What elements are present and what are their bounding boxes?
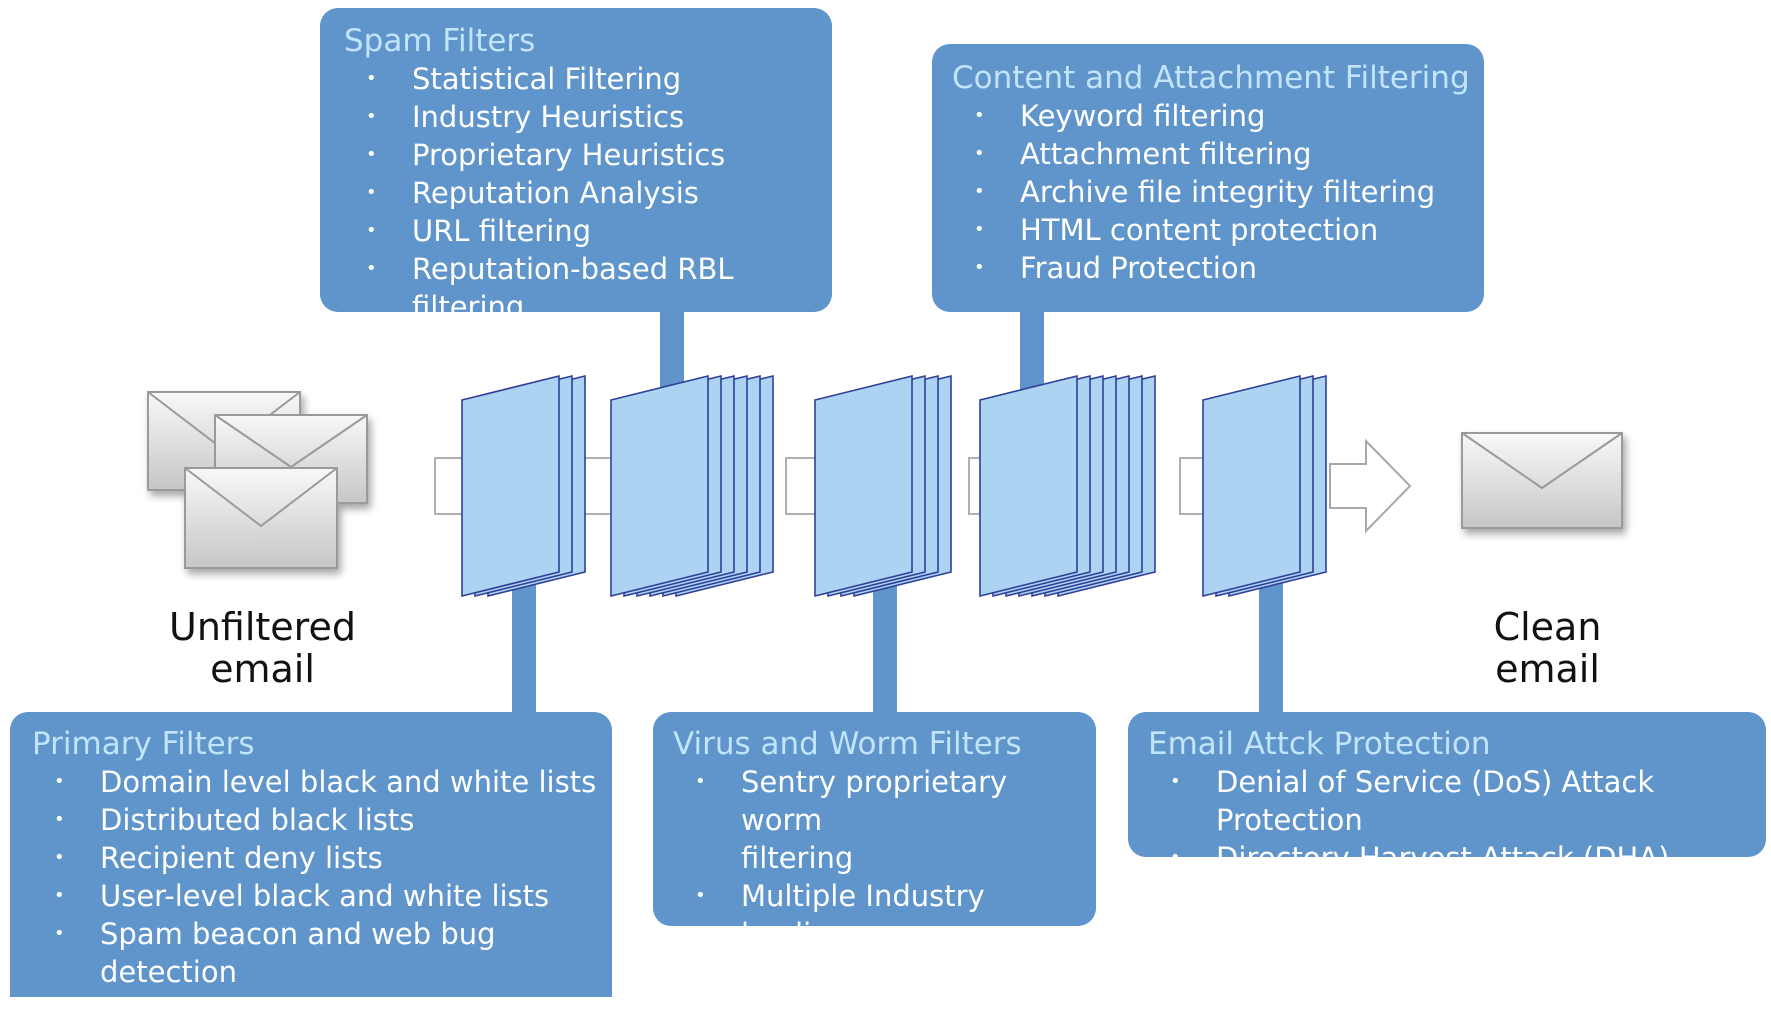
list-item: •Distributed black lists <box>54 803 415 837</box>
bullet-icon: • <box>1170 771 1181 792</box>
filter-panel-icon <box>979 374 1078 598</box>
list-item: •Industry Heuristics <box>366 100 685 134</box>
connector-spam <box>660 300 684 395</box>
list-item: •Archive file integrity filtering <box>974 175 1436 209</box>
content-filter-list: •Keyword filtering •Attachment filtering… <box>952 97 1484 287</box>
list-item: •Multiple Industry leading Anti-virus <box>695 879 985 989</box>
primary-filters-box: Primary Filters •Domain level black and … <box>10 712 612 1027</box>
bullet-icon: • <box>1170 847 1181 868</box>
box-title: Spam Filters <box>344 23 536 59</box>
envelope-icon <box>1461 432 1623 529</box>
bullet-icon: • <box>974 257 985 278</box>
bullet-icon: • <box>54 847 65 868</box>
bullet-icon: • <box>366 258 377 279</box>
box-title: Primary Filters <box>32 726 255 762</box>
email-filtering-diagram <box>147 300 1623 715</box>
list-item: •Directory Harvest Attack (DHA) Protecti… <box>1170 841 1670 913</box>
bullet-icon: • <box>695 771 706 792</box>
unfiltered-envelopes <box>147 391 368 569</box>
unfiltered-email-label: Unfiltered email <box>169 605 356 691</box>
filter-stage-4 <box>979 374 1156 598</box>
connector-virus <box>873 575 897 715</box>
list-item: •Fraud Protection <box>974 251 1257 285</box>
list-item: •Sentry proprietary worm filtering <box>695 765 1008 875</box>
list-item: •Statistical Filtering <box>366 62 682 96</box>
bullet-icon: • <box>54 923 65 944</box>
box-title: Content and Attachment Filtering <box>952 60 1470 96</box>
spam-filter-list: •Statistical Filtering •Industry Heurist… <box>344 60 832 326</box>
spam-filters-box: Spam Filters •Statistical Filtering •Ind… <box>320 8 832 324</box>
bullet-icon: • <box>974 181 985 202</box>
bullet-icon: • <box>366 106 377 127</box>
bullet-icon: • <box>54 771 65 792</box>
clean-envelope <box>1461 432 1623 529</box>
primary-filter-list: •Domain level black and white lists •Dis… <box>32 763 612 1029</box>
filter-panel-icon <box>461 374 560 598</box>
bullet-icon: • <box>366 68 377 89</box>
filter-stage-5 <box>1202 374 1327 598</box>
connectors <box>512 300 1283 715</box>
list-item: •Spam beacon and web bug detection and b… <box>54 917 496 1027</box>
content-attachment-filtering-box: Content and Attachment Filtering •Keywor… <box>932 44 1484 312</box>
connector-attack <box>1259 575 1283 715</box>
connector-content <box>1020 300 1044 395</box>
email-attack-protection-box: Email Attck Protection •Denial of Servic… <box>1128 712 1766 913</box>
list-item: •Proprietary Heuristics <box>366 138 726 172</box>
bullet-icon: • <box>54 809 65 830</box>
connector-primary <box>512 575 536 715</box>
list-item: •Recipient deny lists <box>54 841 383 875</box>
filter-stage-2 <box>610 374 774 598</box>
bullet-icon: • <box>974 143 985 164</box>
bullet-icon: • <box>695 885 706 906</box>
list-item: •Keyword filtering <box>974 99 1266 133</box>
right-arrow-icon <box>1329 438 1412 534</box>
filter-panel-icon <box>1202 374 1301 598</box>
list-item: •Denial of Service (DoS) Attack Protecti… <box>1170 765 1655 837</box>
list-item: •Attachment filtering <box>974 137 1312 171</box>
list-item: •Reputation-based RBL filtering <box>366 252 734 324</box>
attack-protection-list: •Denial of Service (DoS) Attack Protecti… <box>1148 763 1766 915</box>
filter-panel-icon <box>814 374 913 598</box>
list-item: •Domain level black and white lists <box>54 765 597 799</box>
list-item: •HTML content protection <box>974 213 1379 247</box>
list-item: •User-level black and white lists <box>54 879 550 913</box>
box-title: Email Attck Protection <box>1148 726 1491 762</box>
virus-filter-list: •Sentry proprietary worm filtering •Mult… <box>673 763 1096 991</box>
bullet-icon: • <box>366 182 377 203</box>
virus-worm-filters-box: Virus and Worm Filters •Sentry proprieta… <box>653 712 1096 989</box>
list-item: •URL filtering <box>366 214 592 248</box>
box-title: Virus and Worm Filters <box>673 726 1022 762</box>
filter-stages <box>461 374 1327 598</box>
envelope-icon <box>184 467 338 569</box>
bullet-icon: • <box>974 219 985 240</box>
bullet-icon: • <box>974 105 985 126</box>
filter-stage-3 <box>814 374 952 598</box>
clean-email-label: Clean email <box>1493 605 1602 691</box>
filter-panel-icon <box>610 374 709 598</box>
bullet-icon: • <box>366 144 377 165</box>
bullet-icon: • <box>54 885 65 906</box>
bullet-icon: • <box>366 220 377 241</box>
filter-stage-1 <box>461 374 586 598</box>
list-item: •Reputation Analysis <box>366 176 699 210</box>
